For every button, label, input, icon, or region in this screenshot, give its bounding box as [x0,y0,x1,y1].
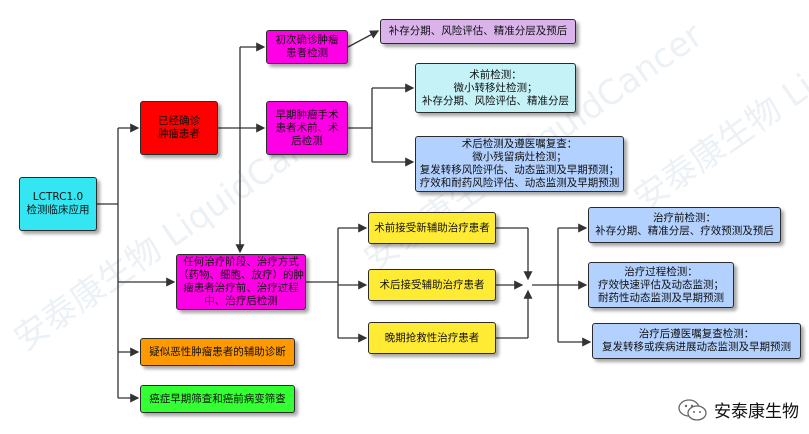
root-node: LCTRC1.0 检测临床应用 [19,177,97,231]
postop-detection: 术后检测及遵医嘱复查： 微小残留病灶检测； 复发转移风险评估、动态监测及早期预测… [415,136,624,192]
brand-logo: 安泰康生物 [678,397,799,422]
screening-node: 癌症早期筛查和癌前病变筛查 [140,385,295,413]
brand-name: 安泰康生物 [714,402,799,422]
during-treatment-detection: 治疗过程检测： 疗效快速评估及动态监测； 耐药性动态监测及早期预测 [588,262,734,308]
wechat-icon [678,398,707,421]
first-diagnosis-output: 补存分期、风险评估、精准分层及预后 [380,19,576,44]
suspect-node: 疑似恶性肿瘤患者的辅助诊断 [140,338,295,366]
first-diagnosis-node: 初次确诊肿瘤 患者检测 [266,30,348,64]
diagnosed-node: 已经确诊 肿瘤患者 [140,101,218,155]
salvage-node: 晚期抢救性治疗患者 [368,322,496,354]
neoadjuvant-node: 术前接受新辅助治疗患者 [368,212,496,244]
any-stage-node: 任何治疗阶段、治疗方式 （药物、细胞、放疗）的肿 瘤患者治疗前、治疗过程 中、治… [176,254,306,310]
adjuvant-node: 术后接受辅助治疗患者 [368,269,496,301]
early-surgery-node: 早期肿瘤手术 患者术前、术 后检测 [266,101,348,155]
pretreatment-detection: 治疗前检测： 补存分期、精准分层、疗效预测及预后 [588,207,781,243]
preop-detection: 术前检测： 微小转移灶检测； 补存分期、风险评估、精准分层 [415,63,576,113]
post-treatment-followup: 治疗后遵医嘱复查检测： 复发转移或疾病进展动态监测及早期预测 [592,323,801,359]
